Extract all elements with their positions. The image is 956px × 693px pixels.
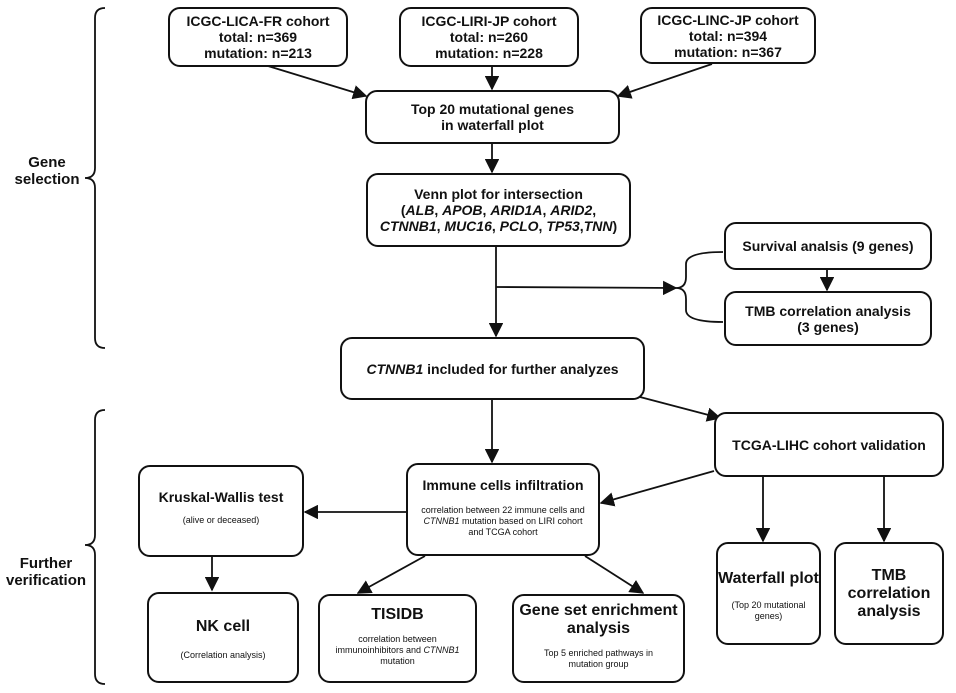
waterfall-plot-box: Waterfall plot (Top 20 mutational genes) — [716, 542, 821, 645]
tcga-lihc-validation-box: TCGA-LIHC cohort validation — [714, 412, 944, 477]
cohort-box-lica-fr: ICGC-LICA-FR cohort total: n=369 mutatio… — [168, 7, 348, 67]
arrow-lica-to-top20 — [267, 65, 368, 100]
gene-arid2: ARID2 — [550, 202, 593, 218]
venn-genes-line2: CTNNB1, MUC16, PCLO, TP53,TNN) — [379, 218, 618, 234]
gene-arid1a: ARID1A — [490, 202, 543, 218]
arrow-immune-to-gsea — [584, 555, 645, 594]
tmb-correlation-box: TMB correlation analysis — [834, 542, 944, 645]
tisidb-box: TISIDB correlation between immunoinhibit… — [318, 594, 477, 683]
gene-pclo: PCLO — [499, 218, 539, 234]
venn-intersection-box: Venn plot for intersection (ALB, APOB, A… — [366, 173, 631, 247]
side-label-gene-selection: Gene selection — [14, 154, 80, 188]
gsea-box: Gene set enrichment analysis Top 5 enric… — [512, 594, 685, 683]
cohort-box-liri-jp: ICGC-LIRI-JP cohort total: n=260 mutatio… — [399, 7, 579, 67]
gene-ctnnb1: CTNNB1 — [379, 218, 437, 234]
arrow-ctnnb1-to-tcga — [639, 396, 722, 422]
survival-analysis-box: Survival analsis (9 genes) — [724, 222, 932, 270]
immune-infiltration-box: Immune cells infiltration correlation be… — [406, 463, 600, 556]
arrow-linc-to-top20 — [616, 63, 713, 99]
gene-apob: APOB — [442, 202, 483, 218]
arrow-tcga-to-immune — [599, 470, 715, 507]
brace-gene-selection — [84, 7, 106, 349]
ctnnb1-gene: CTNNB1 — [366, 360, 424, 377]
venn-genes-line1: (ALB, APOB, ARID1A, ARID2, — [400, 202, 597, 218]
side-label-further-verification: Further verification — [6, 555, 87, 589]
tmb-correlation-3genes-box: TMB correlation analysis (3 genes) — [724, 291, 932, 346]
brace-further-verification — [84, 409, 106, 685]
gene-tp53: TP53 — [546, 218, 580, 234]
arrow-venn-to-analyses — [495, 280, 678, 296]
kruskal-wallis-box: Kruskal-Wallis test (alive or deceased) — [138, 465, 304, 557]
brace-analyses — [675, 251, 724, 323]
gene-alb: ALB — [405, 202, 435, 218]
immune-description: correlation between 22 immune cells and … — [421, 505, 585, 537]
cohort-box-linc-jp: ICGC-LINC-JP cohort total: n=394 mutatio… — [640, 7, 816, 64]
tisidb-description: correlation between immunoinhibitors and… — [335, 634, 460, 666]
gene-tnn: TNN — [583, 218, 613, 234]
nk-cell-box: NK cell (Correlation analysis) — [147, 592, 299, 683]
ctnnb1-further-analyzes-box: CTNNB1 included for further analyzes — [340, 337, 645, 400]
gene-muc16: MUC16 — [444, 218, 492, 234]
arrow-immune-to-tisidb — [356, 555, 426, 594]
top20-waterfall-box: Top 20 mutational genes in waterfall plo… — [365, 90, 620, 144]
